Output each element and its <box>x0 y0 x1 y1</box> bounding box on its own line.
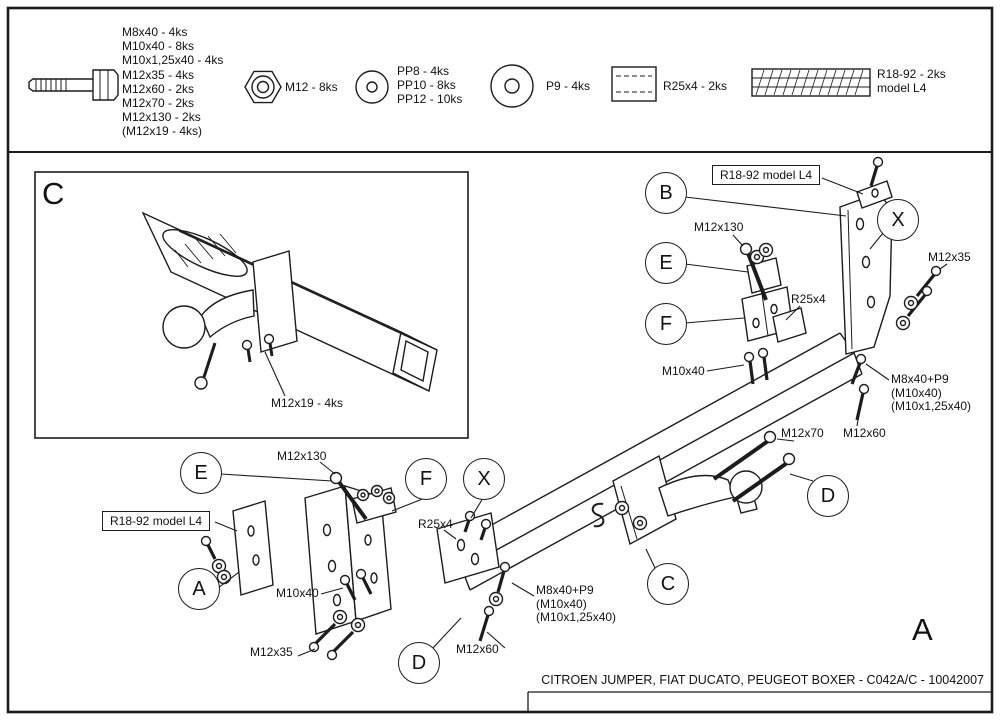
callout-c: C <box>647 563 689 605</box>
legend-strip-model: model L4 <box>877 81 927 96</box>
detail-c-inset <box>34 171 469 439</box>
label-m12x60-right: M12x60 <box>843 426 886 440</box>
legend-washer-size: PP12 - 10ks <box>397 92 463 107</box>
title-block-lines <box>527 691 992 712</box>
leader-lines <box>214 177 948 657</box>
label-m12x130-left: M12x130 <box>277 449 327 463</box>
legend-bolt-size-list: M8x40 - 4ks M10x40 - 8ks M10x1,25x40 - 4… <box>122 25 223 139</box>
label-m8x40-p9: M8x40+P9 <box>891 372 949 386</box>
right-bracket-assembly-drawing <box>712 156 942 503</box>
label-m10x40-alt: (M10x40) <box>536 596 587 611</box>
detail-view-letter-c: C <box>42 176 65 211</box>
legend-bolt-size: M12x35 - 4ks <box>122 67 195 82</box>
legend-strip-size: R18-92 - 2ks <box>877 67 946 81</box>
label-m12x35-right: M12x35 <box>928 250 971 264</box>
label-m10x125-alt: (M10x1,25x40) <box>536 610 617 625</box>
callout-d-left: D <box>398 642 440 684</box>
legend-washer-size: PP8 - 4ks <box>397 64 450 78</box>
washer-icon <box>355 70 389 104</box>
callout-f-right: F <box>645 303 687 345</box>
legend-nut-label: M12 - 8ks <box>285 80 338 94</box>
r18-92-label-right: R18-92 model L4 <box>712 165 821 185</box>
callout-f-left: F <box>405 458 447 500</box>
towball-assembly-drawing <box>591 454 763 546</box>
inset-ballmount-drawing <box>162 250 298 390</box>
callout-x-left: X <box>463 458 505 500</box>
callout-e-right: E <box>645 242 687 284</box>
bolt-icon <box>28 69 119 101</box>
nut-icon <box>244 70 282 104</box>
towball-inset <box>162 305 206 349</box>
label-r25x4-left: R25x4 <box>418 517 453 531</box>
label-m10x40-left: M10x40 <box>276 586 319 600</box>
legend-bolt-size: M10x1,25x40 - 4ks <box>122 53 224 68</box>
label-m12x19: M12x19 - 4ks <box>271 396 344 410</box>
plate-icon <box>611 66 657 102</box>
callout-d-right: D <box>807 475 849 517</box>
sheet-frame <box>6 6 994 714</box>
legend-plate-label: R25x4 - 2ks <box>663 79 728 93</box>
inset-border <box>34 171 469 439</box>
legend-big-washer-label: P9 - 4ks <box>546 79 591 93</box>
legend-bolt-size: M8x40 - 4ks <box>122 25 188 39</box>
legend-bolt-size: M12x60 - 2ks <box>122 81 195 96</box>
legend-bolt-size: M12x130 - 2ks <box>122 110 201 125</box>
footer-caption: CITROEN JUMPER, FIAT DUCATO, PEUGEOT BOX… <box>541 673 984 687</box>
callout-e-left: E <box>180 452 222 494</box>
legend-bolt-size: M10x40 - 8ks <box>122 39 195 54</box>
label-m10x40-alt: (M10x40) <box>891 385 942 400</box>
callout-x-right: X <box>877 199 919 241</box>
legend-washer-list: PP8 - 4ks PP10 - 8ks PP12 - 10ks <box>397 64 462 107</box>
label-r25x4-right: R25x4 <box>791 292 826 306</box>
r18-92-label-left: R18-92 model L4 <box>102 511 211 531</box>
safety-hook <box>591 502 605 528</box>
towball-main <box>729 470 763 504</box>
label-m10x40-right: M10x40 <box>662 364 705 378</box>
legend-bolt-size: M12x70 - 2ks <box>122 96 195 111</box>
callout-b: B <box>645 172 687 214</box>
label-m12x130-right: M12x130 <box>694 220 744 234</box>
legend-icons <box>28 64 871 108</box>
label-m8x40-p9: M8x40+P9 <box>536 583 594 597</box>
label-m10x125-alt: (M10x1,25x40) <box>891 399 972 414</box>
label-m12x70: M12x70 <box>781 426 824 440</box>
label-m12x35-left: M12x35 <box>250 645 293 659</box>
callout-a: A <box>178 568 220 610</box>
legend-strip-label: R18-92 - 2ks model L4 <box>877 67 946 95</box>
label-m8x40-group-left: M8x40+P9 (M10x40) (M10x1,25x40) <box>536 583 617 625</box>
label-m8x40-group-right: M8x40+P9 (M10x40) (M10x1,25x40) <box>891 372 972 414</box>
strip-icon <box>751 68 871 97</box>
big-washer-icon <box>490 64 534 108</box>
legend-washer-size: PP10 - 8ks <box>397 78 456 93</box>
main-view-letter-a: A <box>912 612 933 647</box>
label-m12x60-left: M12x60 <box>456 642 499 656</box>
legend-bolt-size: (M12x19 - 4ks) <box>122 124 203 139</box>
left-bracket-assembly-drawing <box>200 471 511 661</box>
